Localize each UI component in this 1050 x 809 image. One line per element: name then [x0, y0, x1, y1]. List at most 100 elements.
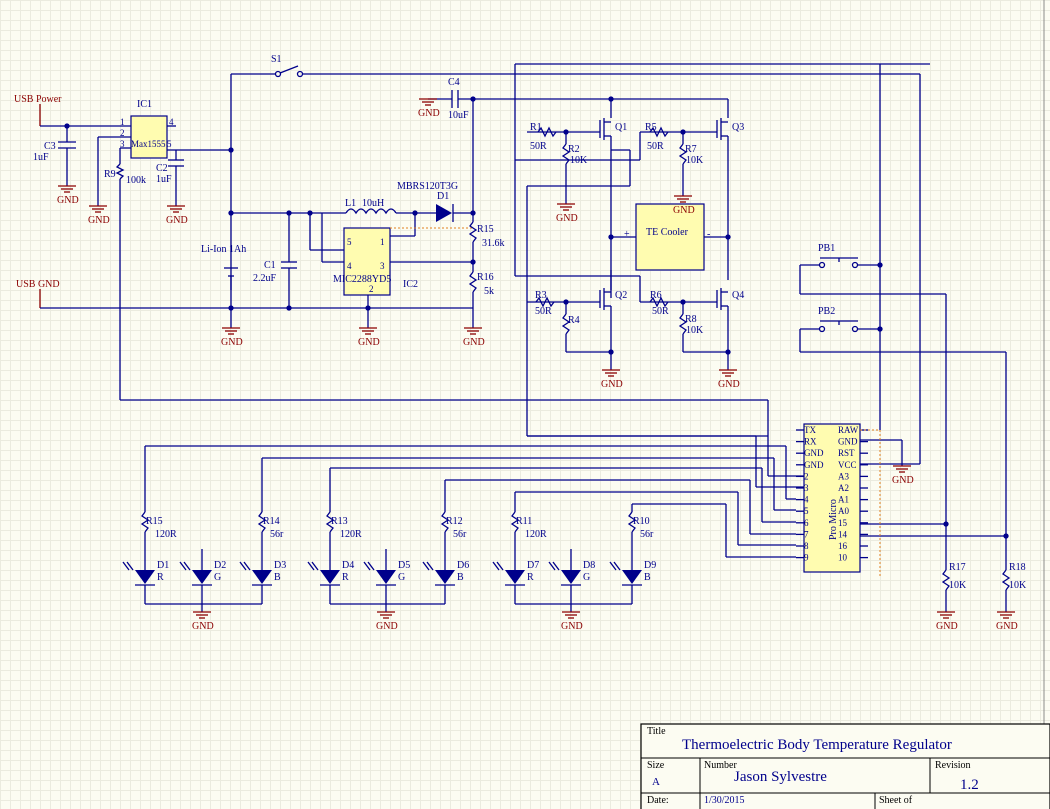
s1-label: S1	[271, 54, 282, 65]
ic1-pin: 5	[167, 139, 172, 149]
gnd-label: GND	[936, 621, 958, 632]
revision-header: Revision	[935, 760, 971, 771]
r5-value: 50R	[647, 141, 664, 152]
r16-ref: R16	[477, 272, 494, 283]
l1-ref: L1	[345, 198, 356, 209]
led-symbol	[135, 570, 155, 584]
r17-value: 10K	[949, 580, 967, 591]
q3-ref: Q3	[732, 122, 744, 133]
gnd-label: GND	[88, 215, 110, 226]
led-color: R	[157, 572, 164, 583]
c1-value: 2.2uF	[253, 273, 277, 284]
q1-ref: Q1	[615, 122, 627, 133]
led-resistor-ref: R13	[331, 516, 348, 527]
gnd-label: GND	[418, 108, 440, 119]
q2-ref: Q2	[615, 290, 627, 301]
led-color: R	[342, 572, 349, 583]
pro-micro-pin-left: 5	[804, 506, 809, 516]
sheet-header: Sheet of	[879, 795, 913, 806]
led-color: B	[274, 572, 281, 583]
c2-value: 1uF	[156, 174, 172, 185]
led-ref: D5	[398, 560, 410, 571]
led-symbol	[192, 570, 212, 584]
led-array: R15120RR1456rR13120RR1256rR11120RR1056rD…	[122, 511, 656, 605]
cooler-minus: -	[707, 229, 710, 240]
r15a-ref: R15	[477, 224, 494, 235]
pro-micro-pin-left: 8	[804, 541, 809, 551]
r15a-value: 31.6k	[482, 238, 505, 249]
led-ref: D1	[157, 560, 169, 571]
r5-ref: R5	[645, 122, 657, 133]
r7-value: 10K	[686, 155, 704, 166]
cooler-plus: +	[624, 229, 630, 240]
led-symbol	[622, 570, 642, 584]
led-color: G	[398, 572, 405, 583]
led-resistor-ref: R12	[446, 516, 463, 527]
size-value: A	[652, 776, 660, 788]
r17-ref: R17	[949, 562, 966, 573]
r3-value: 50R	[535, 306, 552, 317]
led-ref: D6	[457, 560, 469, 571]
usb-power-label: USB Power	[14, 94, 62, 105]
pro-micro-pin-right: A2	[838, 483, 849, 493]
pro-micro-pin-right: A0	[838, 506, 849, 516]
led-ref: D8	[583, 560, 595, 571]
r1-value: 50R	[530, 141, 547, 152]
c3-ref: C3	[44, 141, 56, 152]
led-ref: D2	[214, 560, 226, 571]
pro-micro-pin-left: 4	[804, 495, 809, 505]
ic1-body	[130, 115, 168, 159]
c2-ref: C2	[156, 163, 168, 174]
gnd-label: GND	[996, 621, 1018, 632]
ic2-pin: 1	[380, 237, 385, 247]
ic1-pin: 4	[169, 117, 174, 127]
pro-micro-body	[803, 423, 861, 573]
ic1-pin: 3	[120, 139, 125, 149]
led-color: B	[644, 572, 651, 583]
ic1-part: Max1555	[131, 139, 166, 149]
led-resistor-value: 120R	[155, 529, 177, 540]
pro-micro-pin-right: RST	[838, 448, 855, 458]
pro-micro-pin-left: RX	[804, 437, 817, 447]
led-ref: D7	[527, 560, 539, 571]
date-header: Date:	[647, 795, 669, 806]
r18-value: 10K	[1009, 580, 1027, 591]
ic2-ref: IC2	[403, 279, 418, 290]
q4-ref: Q4	[732, 290, 744, 301]
gnd-label: GND	[376, 621, 398, 632]
gnd-label: GND	[556, 213, 578, 224]
revision-value: 1.2	[960, 777, 979, 793]
led-resistor-value: 120R	[525, 529, 547, 540]
led-resistor-ref: R15	[146, 516, 163, 527]
led-color: G	[214, 572, 221, 583]
pro-micro-pin-right: 16	[838, 541, 848, 551]
d1-ref: D1	[437, 191, 449, 202]
pro-micro-pin-right: RAW	[838, 425, 859, 435]
ic2-pin: 4	[347, 261, 352, 271]
ic1-pin: 1	[120, 117, 125, 127]
pro-micro-pin-right: GND	[838, 437, 858, 447]
r7-ref: R7	[685, 144, 697, 155]
te-cooler	[635, 203, 705, 271]
c1-ref: C1	[264, 260, 276, 271]
r6-ref: R6	[650, 290, 662, 301]
date-value: 1/30/2015	[704, 795, 745, 806]
gnd-label: GND	[221, 337, 243, 348]
r4-ref: R4	[568, 315, 580, 326]
usb-gnd-label: USB GND	[16, 279, 60, 290]
gnd-label: GND	[561, 621, 583, 632]
ic2-pin: 5	[347, 237, 352, 247]
r8-ref: R8	[685, 314, 697, 325]
c4-ref: C4	[448, 77, 460, 88]
pro-micro-pin-left: GND	[804, 460, 824, 470]
ic2-pin: 2	[369, 284, 374, 294]
r9-value: 100k	[126, 175, 146, 186]
ic2-body	[343, 227, 391, 296]
gnd-label: GND	[192, 621, 214, 632]
te-cooler-label: TE Cooler	[646, 227, 689, 238]
pro-micro-pin-left: 2	[804, 471, 809, 481]
led-resistor-ref: R14	[263, 516, 280, 527]
